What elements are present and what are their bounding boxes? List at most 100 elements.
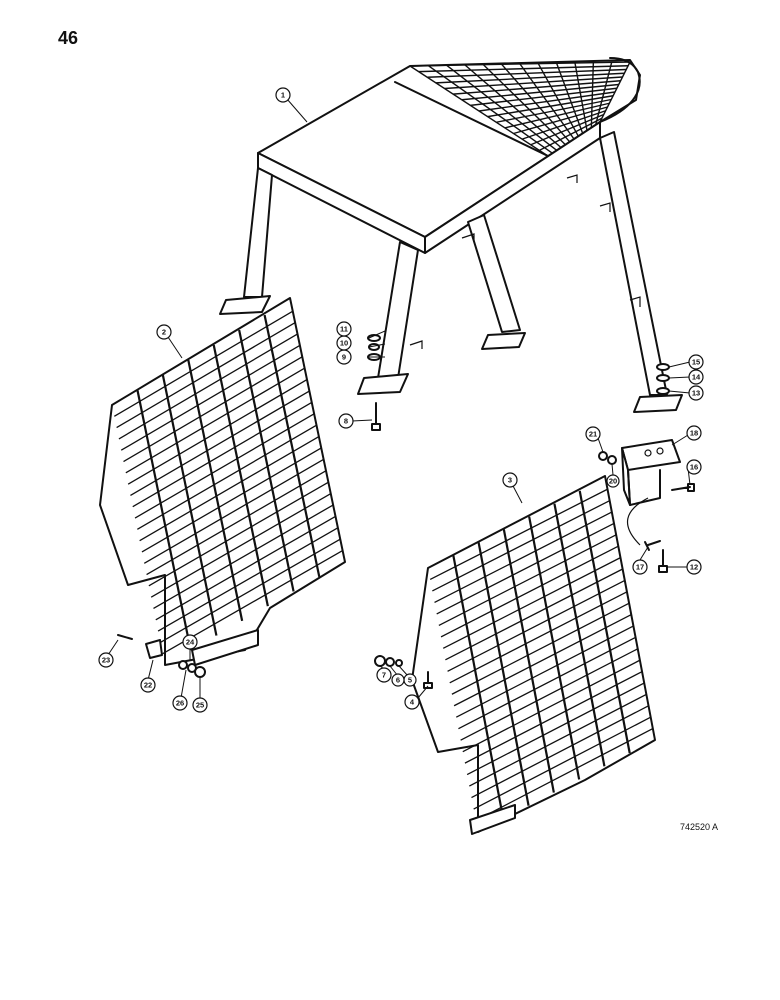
grid-bar [409,65,549,157]
callout-5: 5 [403,673,417,687]
callout-10: 10 [336,335,352,351]
right-side-screen [411,475,656,835]
grid-bar [427,65,553,154]
svg-text:14: 14 [692,373,701,382]
grid-bar [556,63,584,134]
grid-bar [519,63,575,140]
grid-bar [471,705,649,799]
svg-text:11: 11 [340,325,348,334]
callout-11: 11 [336,321,352,337]
svg-text:22: 22 [144,681,152,690]
callout-2: 2 [156,324,172,340]
grid-bar [451,602,630,695]
svg-text:10: 10 [340,339,348,348]
svg-text:20: 20 [609,477,617,486]
grid-bar [574,62,588,131]
callout-3: 3 [502,472,518,488]
grid-bar [150,493,331,598]
grid-bar [118,333,298,440]
svg-text:1: 1 [281,91,285,100]
grid-bar [434,511,612,604]
callout-1: 1 [275,87,291,103]
grid-bar [120,345,300,451]
grid-bar [436,522,614,615]
left-side-screen [99,297,346,666]
grid-bar [590,62,595,128]
grid-bar [452,554,505,820]
grid-bar [599,61,631,123]
svg-text:18: 18 [690,429,698,438]
mounting-bracket [621,439,681,546]
grid-bar [462,659,641,753]
callout-22: 22 [140,677,156,693]
grid-bar [466,682,645,776]
grid-bar [449,591,628,684]
callout-7: 7 [376,667,392,683]
grid-bar [446,64,558,151]
svg-text:12: 12 [690,563,698,572]
svg-text:6: 6 [396,676,400,685]
grid-bar [453,614,632,707]
callout-12: 12 [686,559,702,575]
grid-bar [161,374,218,636]
grid-bar [528,516,581,780]
drawing-code: 742520 A [680,822,719,832]
grid-bar [146,470,327,576]
grid-bar [594,62,613,126]
callout-26: 26 [172,695,188,711]
grid-bar [127,379,308,485]
grid-bar [125,367,305,474]
grid-bar [160,538,341,643]
grid-bar [442,557,621,649]
canopy-mesh [409,61,631,157]
callout-24: 24 [182,634,198,650]
svg-text:5: 5 [408,676,412,685]
callout-14: 14 [688,369,704,385]
grid-bar [137,424,317,530]
grid-bar [148,481,329,587]
svg-text:25: 25 [196,701,204,710]
grid-bar [501,63,571,143]
callout-20: 20 [606,474,620,488]
grid-bar [212,344,269,607]
grid-bar [157,527,339,632]
callout-4: 4 [404,694,420,710]
grid-bar [502,529,555,793]
grid-bar [130,390,310,496]
grid-bar [429,488,608,581]
svg-text:26: 26 [176,699,184,708]
callout-9: 9 [336,349,352,365]
grid-bar [438,534,617,626]
grid-bar [553,503,606,767]
svg-text:4: 4 [410,698,415,707]
grid-bar [187,359,244,622]
grid-bar [458,636,636,730]
grid-bar [440,545,619,638]
grid-bar [238,329,295,592]
callout-17: 17 [632,559,648,575]
grid-bar [447,579,625,672]
callout-8: 8 [338,413,354,429]
canopy-frame [219,57,683,413]
svg-text:21: 21 [589,430,597,439]
callout-6: 6 [391,673,405,687]
callout-18: 18 [686,425,702,441]
svg-text:2: 2 [162,328,166,337]
grid-bar [473,716,651,810]
grid-bar [482,64,566,146]
grid-bar [464,64,562,149]
grid-bar [136,389,192,651]
grid-bar [153,504,334,610]
grid-bar [455,625,634,718]
svg-text:8: 8 [344,417,348,426]
grid-bar [578,490,631,754]
svg-text:9: 9 [342,353,346,362]
grid-bar [445,568,623,661]
callout-13: 13 [688,385,704,401]
svg-text:7: 7 [382,671,386,680]
svg-text:3: 3 [508,476,512,485]
svg-text:16: 16 [690,463,698,472]
callout-16: 16 [686,459,702,475]
grid-bar [141,447,322,553]
